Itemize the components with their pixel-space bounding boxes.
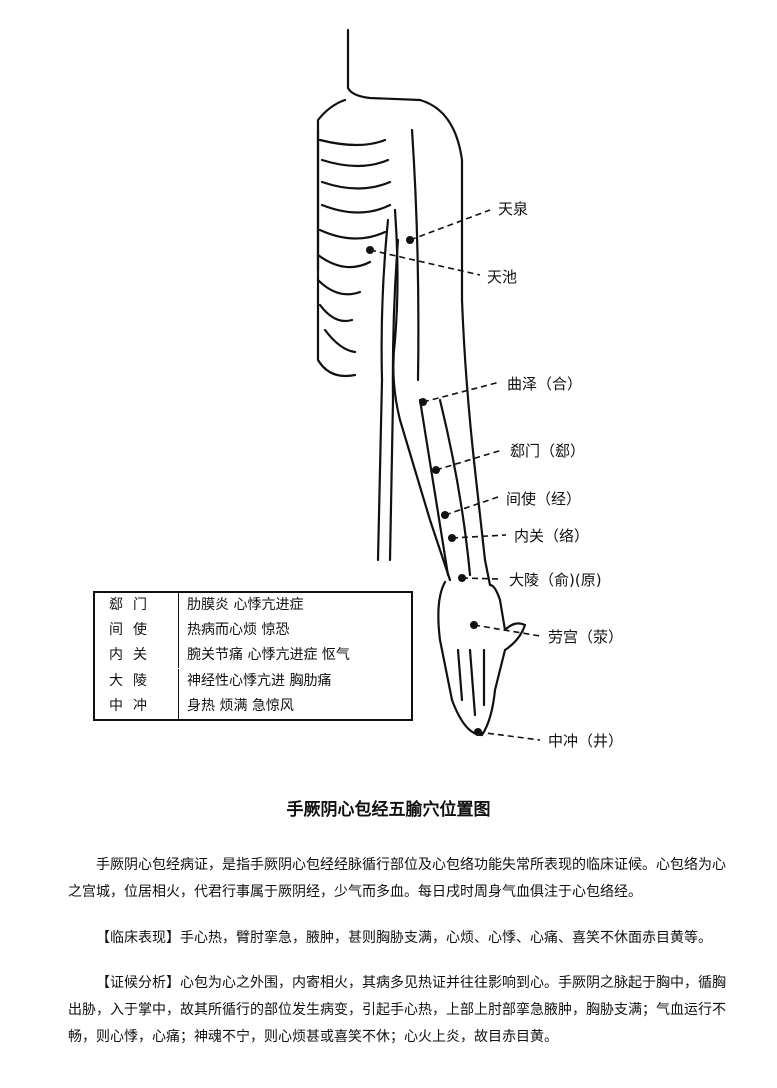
- torso-line-2: [388, 238, 400, 562]
- rib: [316, 253, 372, 269]
- point-label: 内关（络）: [514, 527, 589, 545]
- rib: [320, 203, 392, 214]
- indications-table: 郄门 肋膜炎 心悸亢进症 间使 热病而心烦 惊恐 内关 腕关节痛 心悸亢进症 怄…: [93, 591, 413, 721]
- table-indication: 腕关节痛 心悸亢进症 怄气: [187, 647, 350, 664]
- point-label: 大陵（俞)(原): [509, 571, 602, 589]
- point-label: 天池: [487, 268, 517, 286]
- spine-edge: [316, 128, 357, 378]
- point-label: 间使（经）: [506, 490, 581, 508]
- table-point: 中冲: [95, 693, 179, 719]
- neck-outline: [346, 28, 422, 102]
- rib: [318, 303, 354, 323]
- rib: [320, 158, 390, 168]
- figure-caption: 手厥阴心包经五腧穴位置图: [286, 800, 491, 820]
- rib: [323, 328, 357, 354]
- intro-paragraph: 手厥阴心包经病证，是指手厥阴心包经经脉循行部位及心包络功能失常所表现的临床证候。…: [68, 857, 726, 900]
- table-indication: 热病而心烦 惊恐: [187, 622, 290, 639]
- bicep-line: [410, 128, 420, 382]
- forearm-bone-1: [418, 398, 450, 577]
- rib: [320, 180, 392, 190]
- torso-line-1: [376, 218, 390, 562]
- point-label: 中冲（井）: [548, 732, 623, 750]
- table-indication: 肋膜炎 心悸亢进症: [187, 597, 304, 613]
- meridian-figure: 天泉 天池 曲泽（合） 郄门（郄） 间使（经） 内关（络） 大陵（俞)(原) 劳…: [316, 28, 623, 750]
- table-point: 内关: [95, 643, 179, 669]
- rib: [316, 278, 362, 296]
- table-point: 间使: [95, 618, 179, 644]
- table-indication: 身热 烦满 急惊风: [187, 697, 294, 714]
- forearm-bone-2: [438, 398, 472, 577]
- table-point: 大陵: [95, 668, 179, 694]
- finger-line: [456, 648, 464, 702]
- point-label: 郄门（郄）: [510, 442, 585, 460]
- rib: [318, 228, 387, 240]
- analysis-paragraph: 【证候分析】心包为心之外围，内寄相火，其病多见热证并往往影响到心。手厥阴之脉起于…: [68, 975, 726, 1045]
- hand-outline: [437, 580, 527, 737]
- shoulder-outline: [316, 98, 347, 272]
- clinical-paragraph: 【临床表现】手心热，臂肘挛急，腋肿，甚则胸胁支满，心烦、心悸、心痛、喜笑不休面赤…: [96, 930, 712, 946]
- table-indication: 神经性心悸亢进 胸肋痛: [187, 672, 332, 689]
- finger-line: [468, 648, 477, 717]
- point-label: 曲泽（合）: [507, 375, 582, 393]
- point-label: 天泉: [498, 200, 528, 218]
- rib: [318, 138, 387, 147]
- point-label: 劳宫（荥）: [548, 628, 623, 646]
- table-point: 郄门: [95, 593, 179, 618]
- arm-outer-outline: [418, 98, 492, 587]
